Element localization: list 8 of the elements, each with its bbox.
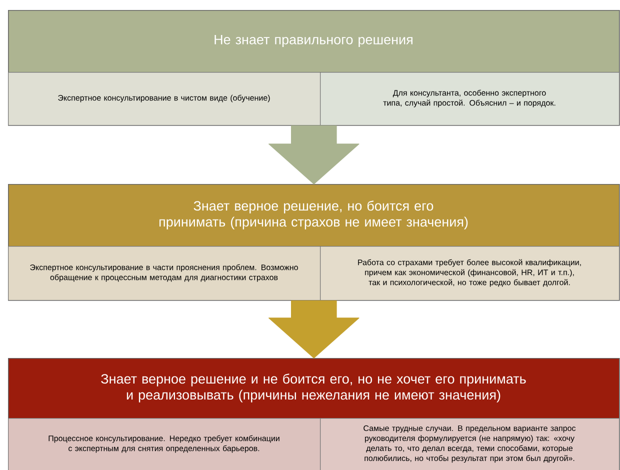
block-arrow [268,300,360,358]
text-cell: Для консультанта, особенно экспертного типа, случай простой. Объяснил – и порядок. [320,72,620,126]
text-cell: Самые трудные случаи. В предельном варианте запрос руководителя формулируется (не напрямую) так: «хочу делать то, что делал всегда, теми способами, которые полюбились, но чтобы результат при этом был другой». [320,418,620,470]
block-arrow [268,125,360,184]
text-cell: Процессное консультирование. Нередко требует комбинации с экспертным для снятия определенных барьеров. [8,418,321,470]
text-cell: Работа со страхами требует более высокой квалификации, причем как экономической (финансовой, HR, ИТ и т.п.), так и психологической, но тоже редко бывает долгой. [320,246,620,301]
text-cell: Экспертное консультирование в чистом виде (обучение) [8,72,321,126]
text-cell: Экспертное консультирование в части прояснения проблем. Возможно обращение к процессным методам для диагностики страхов [8,246,321,301]
